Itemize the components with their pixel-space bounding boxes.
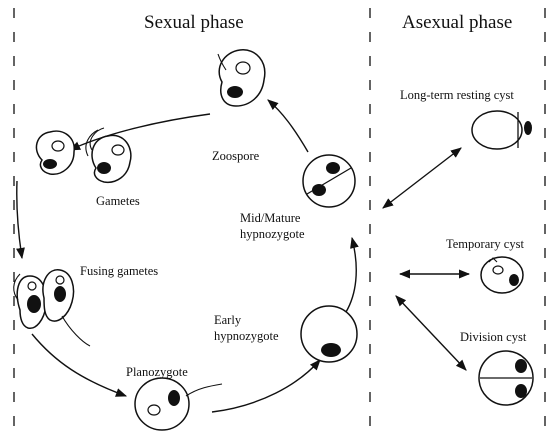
- division-cyst-label: Division cyst: [460, 330, 527, 344]
- fusing-gametes-label: Fusing gametes: [80, 264, 158, 278]
- arrow-planozygote-to-early: [212, 360, 320, 412]
- mature-hypnozygote-cell: [303, 155, 355, 207]
- planozygote-label: Planozygote: [126, 365, 188, 379]
- arrow-gametes-to-fusing: [17, 181, 22, 258]
- early-hypnozygote-label-1: Early: [214, 313, 242, 327]
- gametes-cells: [36, 128, 130, 182]
- arrow-long-term-cyst: [383, 148, 461, 208]
- long-term-cyst-label: Long-term resting cyst: [400, 88, 514, 102]
- gametes-label: Gametes: [96, 194, 140, 208]
- temporary-cyst-label: Temporary cyst: [446, 237, 524, 251]
- early-hypnozygote-cell: [301, 306, 357, 362]
- early-hypnozygote-label-2: hypnozygote: [214, 329, 279, 343]
- division-cyst-cell: [479, 351, 533, 405]
- arrow-early-to-mature: [346, 238, 356, 312]
- arrow-fusing-to-planozygote: [32, 334, 126, 396]
- temporary-cyst-cell: [481, 257, 523, 293]
- arrow-division-cyst: [396, 296, 466, 370]
- arrow-zoospore-to-gametes: [70, 114, 210, 150]
- long-term-cyst-cell: [472, 111, 532, 149]
- mature-hypnozygote-label-2: hypnozygote: [240, 227, 305, 241]
- zoospore-label: Zoospore: [212, 149, 260, 163]
- mature-hypnozygote-label-1: Mid/Mature: [240, 211, 301, 225]
- planozygote-cell: [135, 378, 222, 430]
- asexual-phase-title: Asexual phase: [402, 12, 512, 33]
- zoospore-cell: [218, 50, 265, 106]
- arrow-mature-to-zoospore: [268, 100, 308, 152]
- sexual-phase-title: Sexual phase: [144, 12, 244, 33]
- fusing-gametes-cells: [14, 270, 90, 346]
